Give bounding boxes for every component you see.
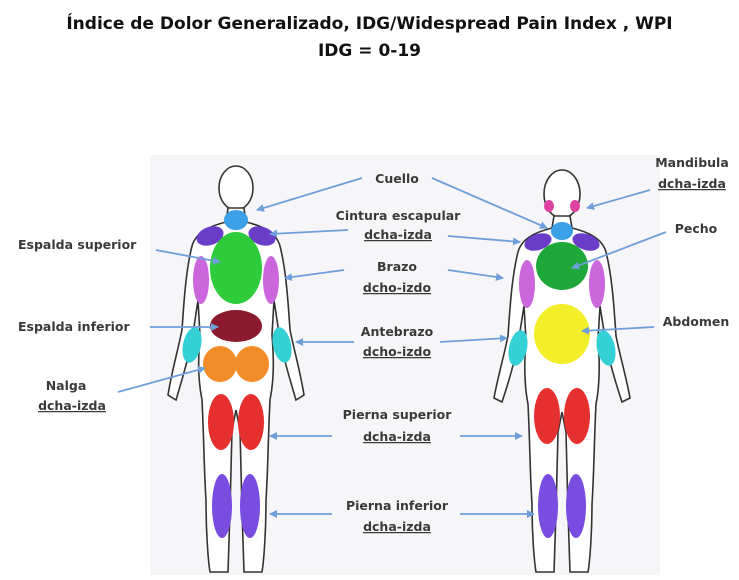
back-upper-leg-left xyxy=(238,394,264,450)
label-brazo: Brazo xyxy=(377,259,417,274)
label-nalga: Nalga xyxy=(46,378,87,393)
label-mandibula-side: dcha-izda xyxy=(658,176,726,191)
label-pierna-superior-side: dcha-izda xyxy=(363,429,431,444)
buttock-left xyxy=(235,346,269,382)
jaw-right xyxy=(544,200,554,212)
front-lower-leg-right xyxy=(538,474,558,538)
jaw-left xyxy=(570,200,580,212)
front-lower-leg-left xyxy=(566,474,586,538)
front-upper-arm-left xyxy=(589,260,605,308)
label-cintura-escapular: Cintura escapular xyxy=(336,208,462,223)
label-pierna-inferior-side: dcha-izda xyxy=(363,519,431,534)
back-neck-zone xyxy=(224,210,248,230)
chest-zone xyxy=(536,242,588,290)
label-espalda-superior: Espalda superior xyxy=(18,237,137,252)
label-cuello: Cuello xyxy=(375,171,419,186)
front-upper-arm-right xyxy=(519,260,535,308)
label-nalga-side: dcha-izda xyxy=(38,398,106,413)
lower-back-zone xyxy=(210,310,262,342)
back-upper-leg-right xyxy=(208,394,234,450)
label-pierna-superior: Pierna superior xyxy=(343,407,453,422)
front-neck-zone xyxy=(551,222,573,240)
back-lower-leg-left xyxy=(240,474,260,538)
back-upper-arm-left xyxy=(263,256,279,304)
label-brazo-side: dcho-izdo xyxy=(363,280,432,295)
upper-back-zone xyxy=(210,232,262,304)
abdomen-zone xyxy=(534,304,590,364)
back-head xyxy=(219,166,253,210)
front-upper-leg-left xyxy=(564,388,590,444)
label-pecho: Pecho xyxy=(675,221,718,236)
buttock-right xyxy=(203,346,237,382)
label-espalda-inferior: Espalda inferior xyxy=(18,319,131,334)
label-antebrazo-side: dcho-izdo xyxy=(363,344,432,359)
label-abdomen: Abdomen xyxy=(663,314,730,329)
front-upper-leg-right xyxy=(534,388,560,444)
back-upper-arm-right xyxy=(193,256,209,304)
label-antebrazo: Antebrazo xyxy=(361,324,434,339)
back-lower-leg-right xyxy=(212,474,232,538)
label-pierna-inferior: Pierna inferior xyxy=(346,498,449,513)
label-cintura-side: dcha-izda xyxy=(364,227,432,242)
label-mandibula: Mandibula xyxy=(655,155,729,170)
